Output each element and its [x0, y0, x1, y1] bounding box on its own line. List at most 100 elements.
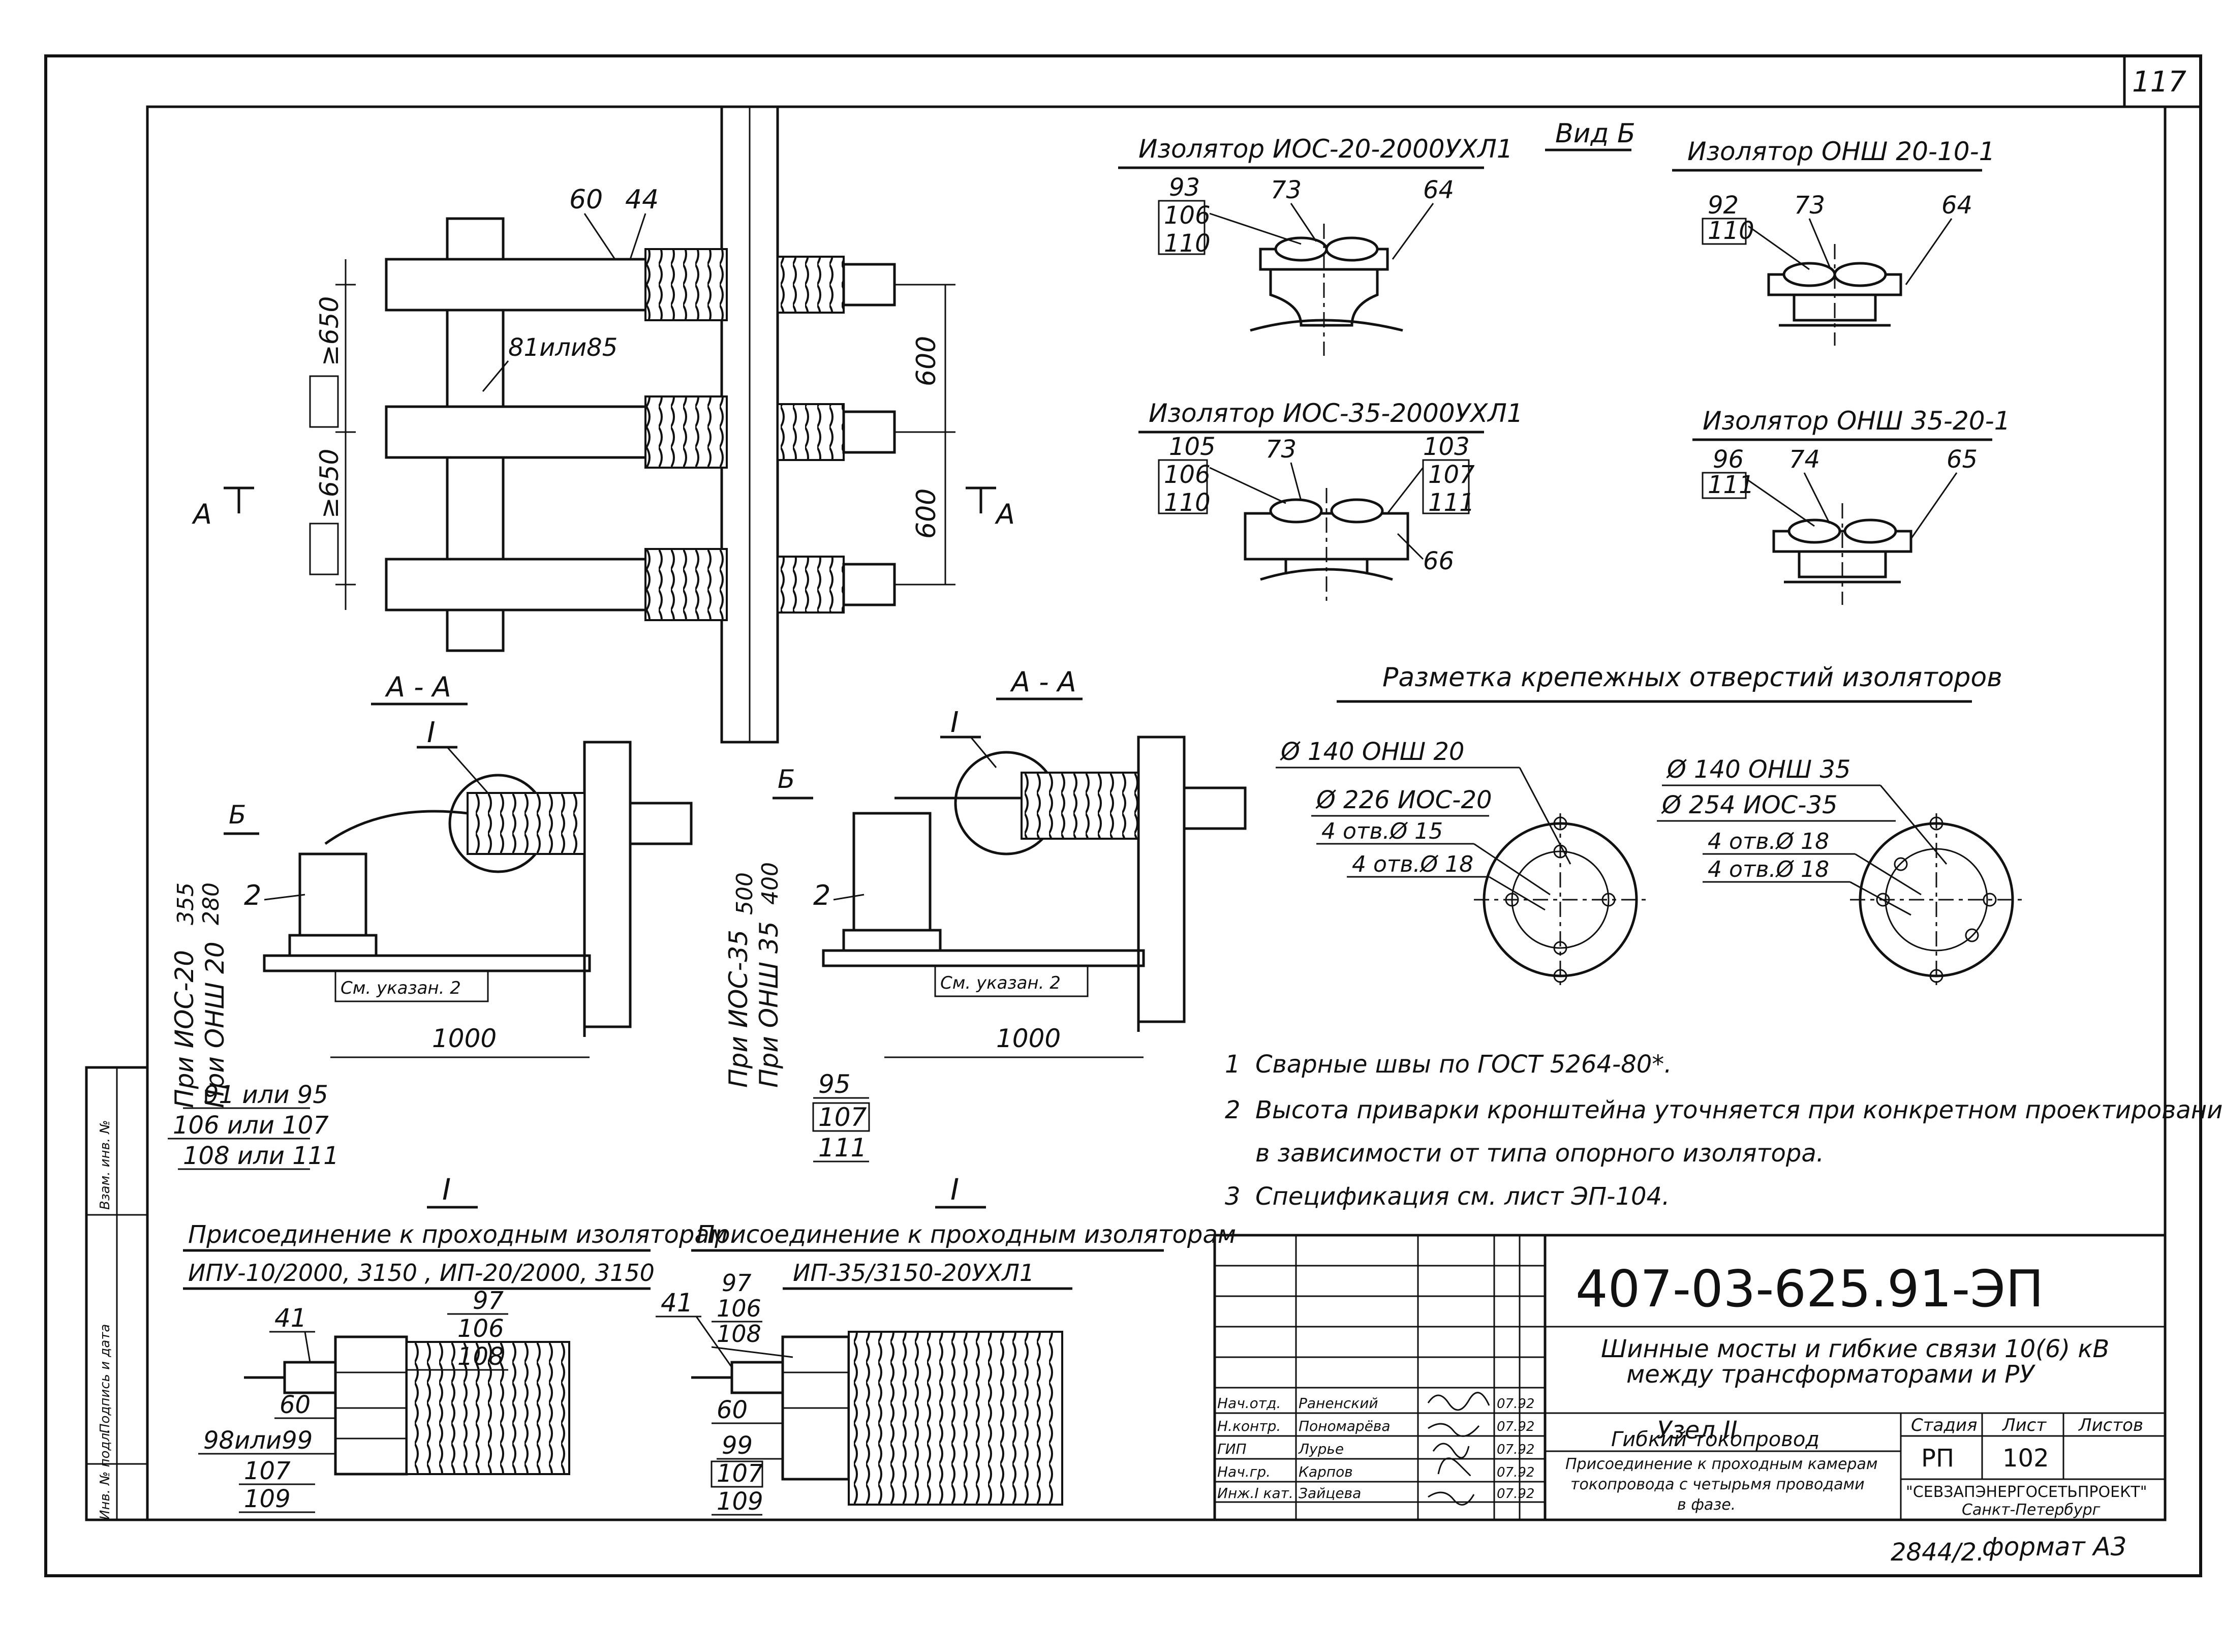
detail-1-ref-108: 108: [457, 1342, 504, 1371]
section-a1-item2: 2: [244, 879, 261, 911]
detail-2-ref-60: 60: [717, 1396, 748, 1424]
detail-1-ref-41: 41: [274, 1303, 307, 1333]
onsh20-ref-73: 73: [1794, 191, 1825, 220]
plan-dim-600-a: 600: [911, 336, 942, 386]
ios35-ref-107: 107: [1428, 461, 1475, 489]
ios35-ref-110: 110: [1164, 488, 1211, 517]
section-a2-ref-1: 107: [818, 1103, 867, 1132]
person-1-role: Н.контр.: [1217, 1418, 1281, 1434]
section-a1-title: А - А: [385, 671, 451, 703]
detail-2-ref-99: 99: [722, 1431, 753, 1460]
detail-1-node: I: [442, 1172, 451, 1207]
ios20-ref-93: 93: [1169, 173, 1200, 202]
stage-value: РП: [1921, 1444, 1954, 1473]
side-stamp-replace: Взам. инв. №: [98, 1120, 113, 1210]
signature: [1432, 1443, 1470, 1459]
hole-marking: Разметка крепежных отверстий изоляторов …: [1276, 662, 2023, 986]
detail-2-node: I: [950, 1172, 959, 1207]
ios20-ref-64: 64: [1423, 176, 1454, 204]
person-2-name: Лурье: [1298, 1441, 1344, 1457]
signature: [1428, 1491, 1475, 1506]
org-name: "СЕВЗАПЭНЕРГОСЕТЬПРОЕКТ": [1906, 1483, 2147, 1501]
phase-bottom: [385, 548, 896, 621]
plan-dim-650-b: ≥650: [315, 449, 344, 518]
view-b-title: Вид Б: [1555, 118, 1635, 149]
person-4-name: Зайцева: [1299, 1485, 1361, 1502]
section-a1-ref-2: 108 или 111: [183, 1142, 339, 1170]
note-2b-text: в зависимости от типа опорного изолятора…: [1255, 1139, 1824, 1168]
onsh20-ref-92: 92: [1708, 191, 1739, 220]
detail-1-ref-109: 109: [244, 1485, 291, 1513]
detail-2-ref-97: 97: [722, 1269, 752, 1297]
plan-label-81: 81или85: [508, 333, 618, 362]
detail-2-subtitle: ИП-35/3150-20УХЛ1: [793, 1259, 1034, 1287]
side-stamp-inv: Инв. № подл.: [98, 1429, 113, 1520]
phase-top: [385, 248, 896, 321]
onsh35-ref-111: 111: [1708, 471, 1754, 499]
side-stamp: Инв. № подл. Подпись и дата Взам. инв. №: [85, 1066, 149, 1521]
person-0-date: 07.92: [1497, 1396, 1534, 1412]
marking-right-2: 4 отв.Ø 18: [1708, 829, 1829, 854]
description-2: токопровода с четырьмя проводами: [1570, 1476, 1865, 1493]
marking-title: Разметка крепежных отверстий изоляторов: [1382, 662, 2002, 693]
ios20-ref-73: 73: [1271, 176, 1302, 204]
person-3-role: Нач.гр.: [1217, 1463, 1271, 1480]
insulator-ios20: Изолятор ИОС-20-2000УХЛ1 93 106 110 73 6…: [1118, 134, 1513, 356]
side-stamp-sign: Подпись и дата: [98, 1324, 113, 1433]
onsh35-ref-74: 74: [1789, 445, 1820, 474]
section-a1-ref-1: 106 или 107: [173, 1111, 329, 1140]
person-3-name: Карпов: [1299, 1463, 1353, 1480]
detail-1-ref-106: 106: [457, 1314, 504, 1343]
view-b: Вид Б Изолятор ИОС-20-2000УХЛ1 93 106 11…: [1118, 118, 2010, 605]
section-a2-dim500: 500: [732, 872, 758, 915]
detail-1-ref-98: 98или99: [203, 1426, 313, 1455]
detail-2-ref-106: 106: [717, 1295, 761, 1322]
section-a1-noteref: См. указан. 2: [341, 978, 461, 998]
signature: [1427, 1392, 1490, 1411]
plan-dim-600-b: 600: [911, 488, 942, 539]
section-a2-dim1000: 1000: [996, 1024, 1061, 1053]
doc-code: 407-03-625.91-ЭП: [1576, 1259, 2044, 1319]
detail-2-ref-108: 108: [717, 1320, 761, 1348]
plan-label-44: 44: [625, 185, 659, 215]
marking-left-1: Ø 226 ИОС-20: [1315, 786, 1492, 814]
section-a2-ref-0: 95: [818, 1069, 851, 1099]
person-4-date: 07.92: [1497, 1486, 1534, 1502]
note-2-num: 2: [1225, 1096, 1241, 1124]
inner-frame: [146, 105, 2167, 1521]
section-a2-node: I: [950, 706, 959, 739]
org-city: Санкт-Петербург: [1962, 1501, 2101, 1519]
node-title: Узел II: [1657, 1416, 1738, 1445]
detail-1-ref-97: 97: [473, 1287, 504, 1315]
person-3-date: 07.92: [1497, 1465, 1534, 1480]
section-a1-dim355: 355: [173, 882, 199, 925]
note-3-text: Спецификация см. лист ЭП-104.: [1255, 1182, 1670, 1211]
section-a1-ref-0: 91 или 95: [203, 1081, 328, 1109]
notes: 1 Сварные швы по ГОСТ 5264-80*. 2 Высота…: [1225, 1050, 2222, 1211]
marking-left-3: 4 отв.Ø 18: [1352, 851, 1473, 877]
person-0-role: Нач.отд.: [1217, 1395, 1281, 1412]
sheets-header: Листов: [2078, 1415, 2143, 1435]
section-a2-dim400: 400: [757, 862, 783, 905]
section-a1-cond-b: При ОНШ 20: [200, 941, 230, 1108]
marking-right-1: Ø 254 ИОС-35: [1661, 791, 1838, 819]
node-subtitle-visible: Гибкий токопровод: [1611, 1428, 1819, 1451]
onsh20-ref-110: 110: [1708, 217, 1754, 245]
detail-1-title: Присоединение к проходным изоляторам: [188, 1220, 728, 1249]
project-title-1: Шинные мосты и гибкие связи 10(6) кВ: [1601, 1335, 2109, 1363]
plan-section-left: А: [192, 498, 212, 530]
note-1-num: 1: [1225, 1050, 1241, 1079]
project-title-2: между трансформаторами и РУ: [1626, 1360, 2035, 1389]
ios20-ref-106: 106: [1164, 201, 1211, 230]
detail-2-ref-107: 107: [717, 1459, 763, 1488]
detail-1-ref-60: 60: [280, 1391, 311, 1419]
footer-inv: 2844/2.: [1891, 1538, 1984, 1567]
page-number-box: [2123, 54, 2202, 108]
marking-left-2: 4 отв.Ø 15: [1321, 818, 1443, 844]
person-4-role: Инж.I кат.: [1217, 1485, 1293, 1502]
onsh35-title: Изолятор ОНШ 35-20-1: [1703, 406, 2010, 436]
person-2-role: ГИП: [1217, 1441, 1247, 1457]
ios35-ref-105: 105: [1169, 433, 1216, 461]
ios35-ref-103: 103: [1423, 433, 1470, 461]
